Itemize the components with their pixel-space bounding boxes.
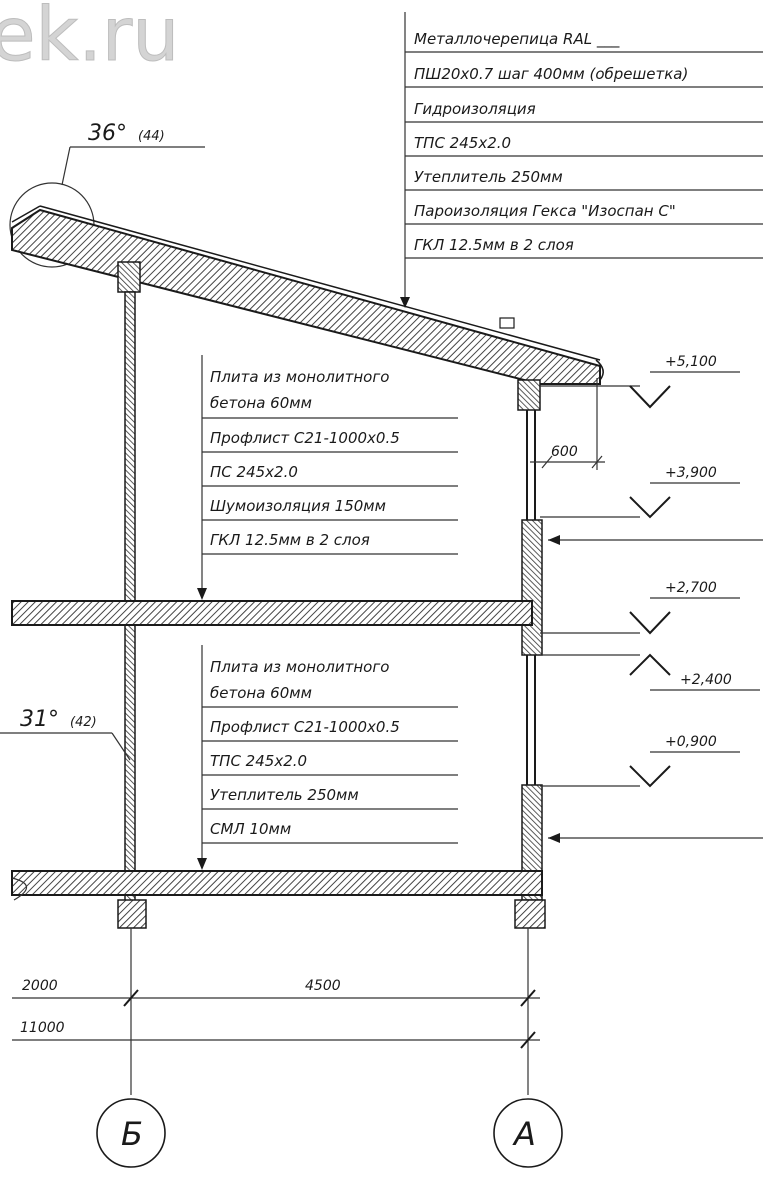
dimension-total: 11000 <box>20 1020 65 1036</box>
roof-spec-line: Утеплитель 250мм <box>414 168 563 186</box>
roof-angle-alt: (44) <box>138 129 165 144</box>
roof-spec-line: ГКЛ 12.5мм в 2 слоя <box>414 236 574 254</box>
floor-angle: 31° <box>20 707 59 732</box>
attic-spec-line: Профлист С21-1000х0.5 <box>210 429 400 447</box>
attic-spec-line: ПС 245х2.0 <box>210 463 298 481</box>
ground-floor-slab <box>11 870 543 901</box>
roof-angle: 36° <box>88 121 127 146</box>
attic-floor-slab <box>11 600 533 626</box>
overhang-value: 600 <box>551 444 578 460</box>
floor-angle-alt: (42) <box>70 715 97 730</box>
level-mark: +2,400 <box>680 672 732 688</box>
attic-spec-line: бетона 60мм <box>210 394 312 412</box>
level-mark: +3,900 <box>665 465 717 481</box>
level-mark: +5,100 <box>665 354 717 370</box>
ground-spec-line: бетона 60мм <box>210 684 312 702</box>
attic-spec-line: Шумоизоляция 150мм <box>210 497 386 515</box>
roof-spec-line: Пароизоляция Гекса "Изоспан С" <box>414 202 676 220</box>
roof-spec-line: ТПС 245х2.0 <box>414 134 511 152</box>
ground-spec-line: Утеплитель 250мм <box>210 786 359 804</box>
level-marks: +5,100 +3,900 +2,700 +2,400 +0,900 <box>540 354 763 843</box>
level-mark: +0,900 <box>665 734 717 750</box>
attic-spec-line: ГКЛ 12.5мм в 2 слоя <box>210 531 370 549</box>
axis-label-b: Б <box>121 1115 143 1153</box>
ground-floor-spec-table: Плита из монолитного бетона 60мм Профлис… <box>197 645 458 870</box>
axis-label-a: А <box>512 1115 536 1153</box>
roof-spec-line: ПШ20х0.7 шаг 400мм (обрешетка) <box>414 65 688 83</box>
overhang-dimension: 600 <box>530 378 605 470</box>
floor-angle-label: 31° (42) <box>0 707 131 761</box>
inner-column <box>117 261 147 929</box>
ground-spec-line: Плита из монолитного <box>210 658 389 676</box>
attic-floor-spec-table: Плита из монолитного бетона 60мм Профлис… <box>197 355 458 600</box>
ground-spec-line: СМЛ 10мм <box>210 820 291 838</box>
level-mark: +2,700 <box>665 580 717 596</box>
axis-markers: Б А <box>96 1098 563 1168</box>
ground-spec-line: ТПС 245х2.0 <box>210 752 307 770</box>
roof-spec-table: Металлочерепица RAL ___ ПШ20х0.7 шаг 400… <box>400 12 763 308</box>
roof-slab <box>11 205 604 385</box>
dimension-mid: 4500 <box>305 978 341 994</box>
dimension-left: 2000 <box>22 978 58 994</box>
roof-spec-line: Металлочерепица RAL ___ <box>414 30 620 49</box>
dimension-lines: 2000 4500 11000 <box>12 928 540 1095</box>
roof-spec-line: Гидроизоляция <box>414 100 536 118</box>
attic-spec-line: Плита из монолитного <box>210 368 389 386</box>
watermark: ek.ru <box>0 0 179 78</box>
ground-spec-line: Профлист С21-1000х0.5 <box>210 718 400 736</box>
